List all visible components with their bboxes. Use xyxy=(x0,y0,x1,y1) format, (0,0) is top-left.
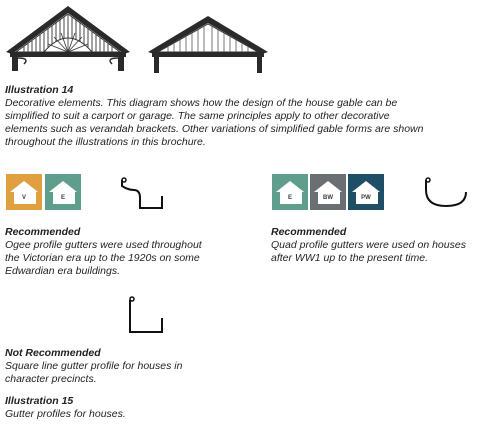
illustration-14-caption: Decorative elements. This diagram shows … xyxy=(5,97,424,148)
square-line-gutter-profile-icon xyxy=(129,296,163,333)
edwardian-era-badge: E xyxy=(272,174,308,210)
house-icon xyxy=(348,174,384,210)
post-war-badge: PW xyxy=(348,174,384,210)
ogee-recommended-heading: Recommended xyxy=(5,226,81,238)
illustration-14-label: Illustration 14 xyxy=(5,84,74,96)
edwardian-era-badge: E xyxy=(45,174,81,210)
illustration-15-caption: Gutter profiles for houses. xyxy=(5,408,126,420)
simplified-gable-illustration xyxy=(148,16,268,73)
between-wars-badge: BW xyxy=(310,174,346,210)
decorative-gable-illustration xyxy=(6,6,130,71)
ogee-description: Ogee profile gutters were used throughou… xyxy=(5,239,202,277)
house-icon xyxy=(272,174,308,210)
house-icon xyxy=(45,174,81,210)
house-icon xyxy=(310,174,346,210)
quad-recommended-heading: Recommended xyxy=(271,226,347,238)
quad-description: Quad profile gutters were used on houses… xyxy=(271,239,466,264)
square-description: Square line gutter profile for houses in… xyxy=(5,360,183,385)
illustration-15-label: Illustration 15 xyxy=(5,395,74,407)
ogee-gutter-profile-icon xyxy=(121,177,163,209)
house-icon xyxy=(6,174,42,210)
quad-gutter-profile-icon xyxy=(425,177,467,208)
victorian-era-badge: V xyxy=(6,174,42,210)
square-not-recommended-heading: Not Recommended xyxy=(5,347,101,359)
